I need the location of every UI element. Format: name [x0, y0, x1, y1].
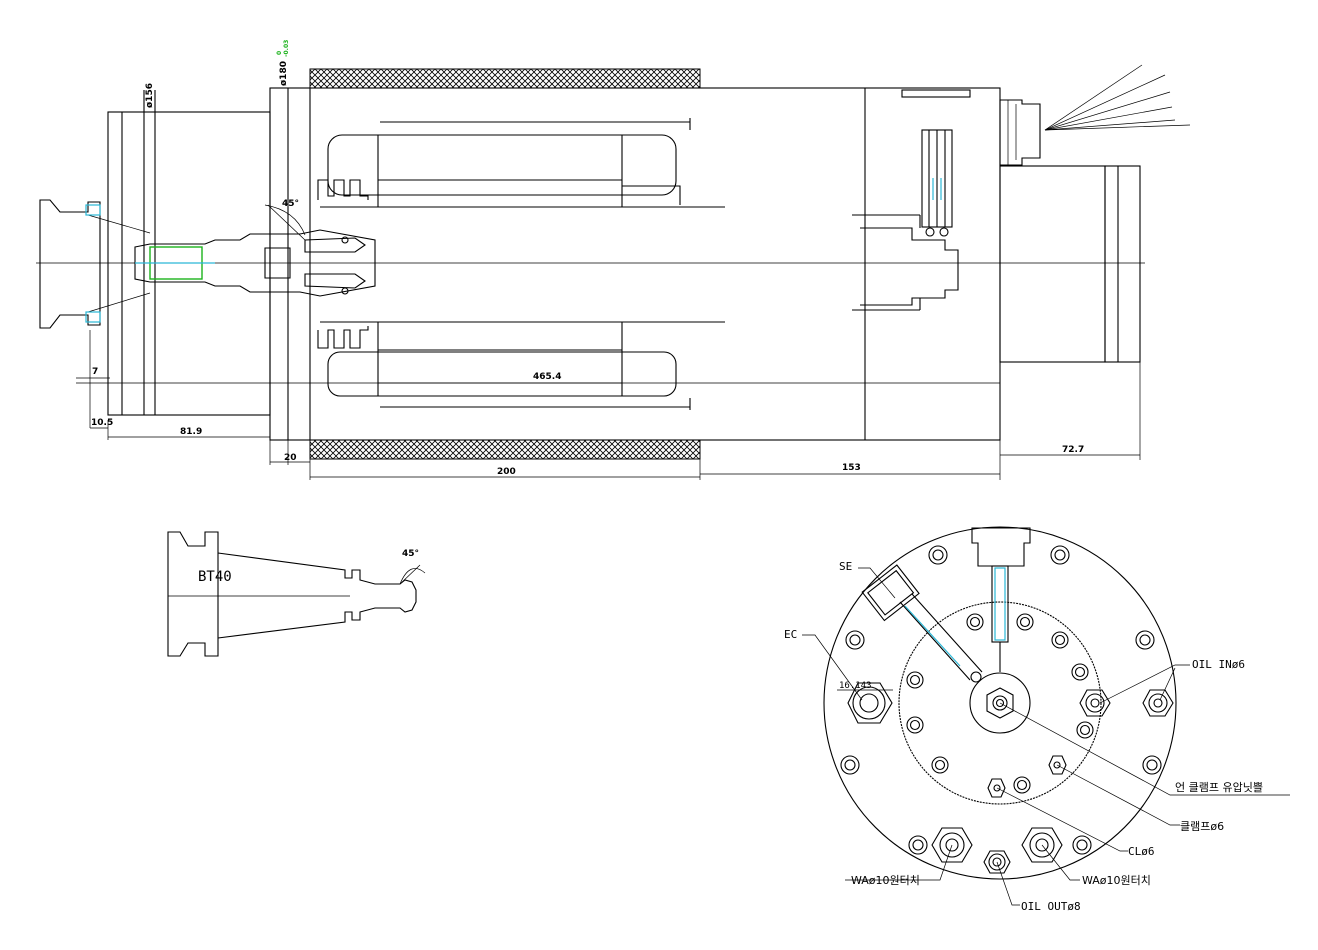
spindle-rear-view: SE EC 16.143 OIL INø6 언 클램프 유압닛쁠 클램프ø6 C…: [784, 526, 1290, 913]
clamp-label: 클램프ø6: [1180, 820, 1224, 833]
ec-dim-label: 16.143: [839, 681, 872, 691]
dim-200-label: 200: [497, 467, 516, 477]
spindle-side-view: ø156 ø180 0 -0.03 10.5 81.9 7 20 200 153…: [36, 40, 1191, 480]
dim-465-4-label: 465.4: [533, 372, 561, 382]
cl-label: CLø6: [1128, 845, 1155, 858]
dim-180-tol-upper: 0: [276, 51, 283, 55]
bolt-holes: [840, 545, 1162, 855]
ec-label: EC: [784, 628, 797, 641]
dim-180-tol-lower: -0.03: [283, 40, 290, 57]
dim-153-label: 153: [842, 463, 861, 473]
bt40-label: BT40: [198, 569, 232, 585]
wa-right-label: WAø10원터치: [1082, 874, 1151, 887]
dim-180-label: ø180: [279, 61, 289, 86]
dim-156-label: ø156: [145, 83, 155, 108]
hex-fittings: [847, 682, 1174, 874]
bt40-tool-holder: BT40 45°: [167, 531, 426, 657]
dim-81-9-label: 81.9: [180, 427, 202, 437]
dim-7-label: 7: [92, 367, 98, 377]
wa-left-label: WAø10원터치: [851, 874, 920, 887]
angle-45-label: 45°: [282, 199, 299, 209]
oil-in-label: OIL INø6: [1192, 658, 1245, 671]
dim-72-7-label: 72.7: [1062, 445, 1084, 455]
bt40-angle-label: 45°: [402, 549, 419, 559]
dim-10-5-label: 10.5: [91, 418, 113, 428]
oil-out-label: OIL OUTø8: [1021, 900, 1081, 913]
unclamp-nipple-label: 언 클램프 유압닛쁠: [1175, 781, 1263, 794]
se-label: SE: [839, 560, 852, 573]
dim-20-label: 20: [284, 453, 297, 463]
